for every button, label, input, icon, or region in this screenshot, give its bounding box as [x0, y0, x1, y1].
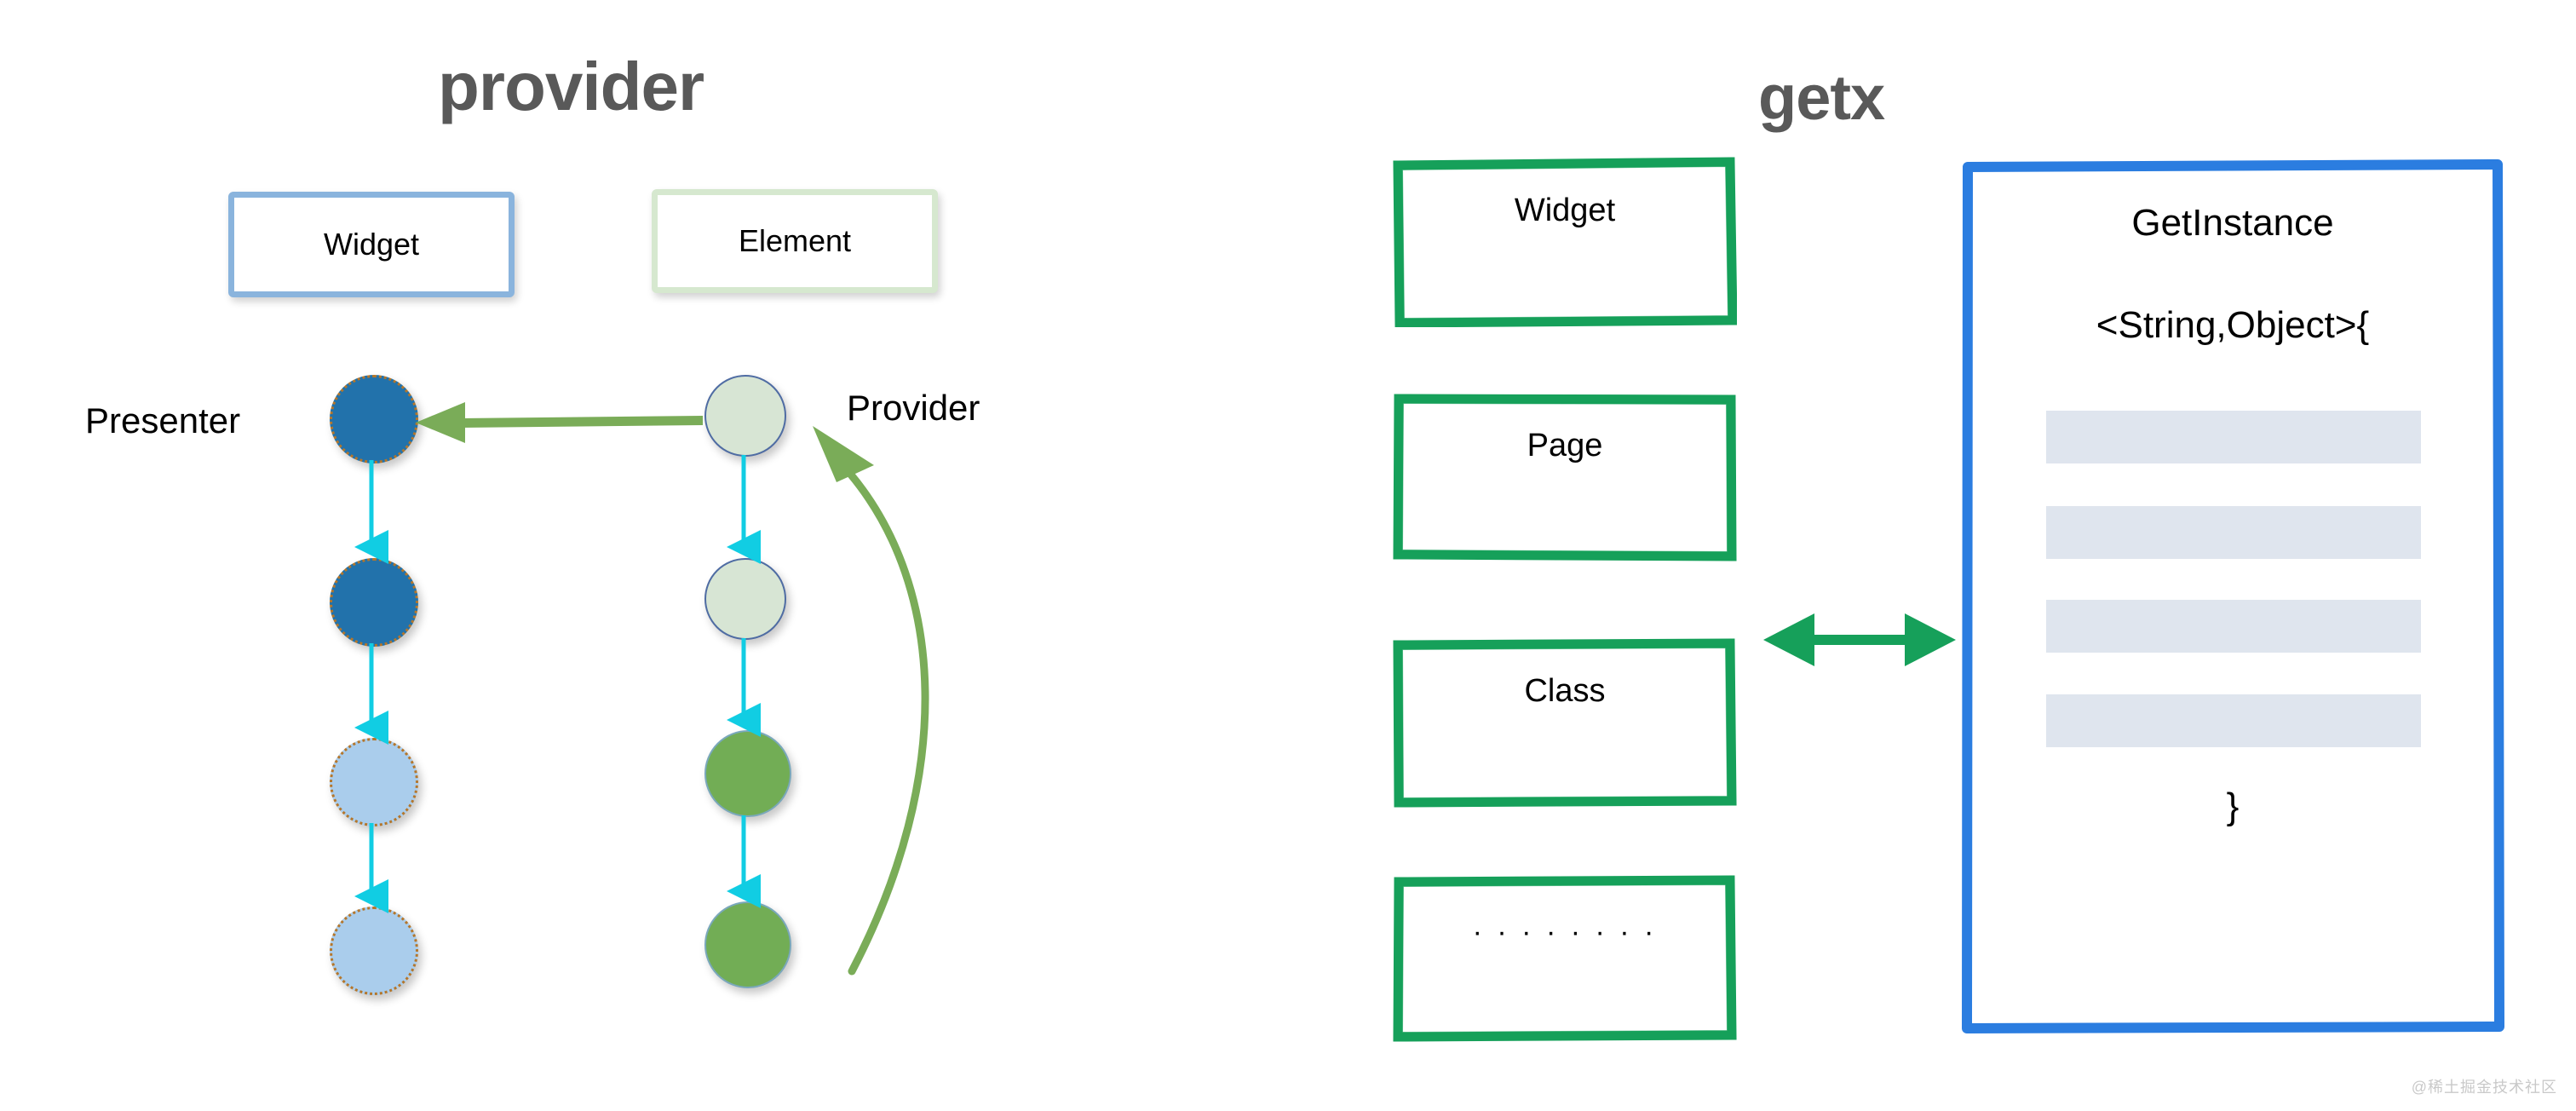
getinstance-generic-signature: <String,Object>{	[2096, 304, 2370, 346]
getinstance-panel: GetInstance <String,Object>{ }	[1961, 159, 2504, 1033]
getx-box-page: Page	[1393, 392, 1737, 562]
getx-section-title: getx	[1758, 62, 1885, 133]
element-to-presenter-arrow	[416, 402, 703, 443]
getinstance-panel-border	[1962, 159, 2504, 1033]
provider-feedback-curved-arrow	[813, 426, 929, 976]
watermark: @稀土掘金技术社区	[2411, 1079, 2557, 1096]
widget-chain-node-1	[330, 375, 418, 463]
instance-slot-3	[2046, 600, 2421, 653]
element-chain-node-2	[704, 558, 786, 640]
widget-box: Widget	[228, 192, 515, 297]
getx-box-page-label: Page	[1527, 428, 1603, 463]
presenter-label: Presenter	[85, 400, 241, 440]
provider-label: Provider	[847, 388, 980, 428]
stamp-border-ellipsis	[1393, 875, 1737, 1042]
getx-link-double-arrow	[1763, 613, 1956, 666]
widget-box-label: Widget	[323, 227, 420, 262]
widget-chain-node-4	[330, 907, 418, 995]
getx-box-class: Class	[1393, 637, 1737, 808]
widget-chain-node-2	[330, 558, 418, 647]
element-box-label: Element	[738, 223, 852, 258]
instance-slot-4	[2046, 694, 2421, 747]
stamp-border-class	[1393, 638, 1737, 808]
getinstance-closing-brace: }	[2226, 786, 2240, 827]
element-chain-node-4	[704, 901, 791, 988]
provider-section-title: provider	[438, 49, 704, 124]
element-chain-node-3	[704, 730, 791, 817]
getx-box-widget-label: Widget	[1514, 193, 1616, 228]
getx-box-ellipsis: · · · · · · · ·	[1393, 875, 1737, 1042]
getx-box-widget: Widget	[1393, 157, 1737, 327]
instance-slot-2	[2046, 506, 2421, 559]
element-box: Element	[652, 189, 938, 293]
instance-slot-1	[2046, 411, 2421, 463]
getinstance-title: GetInstance	[2131, 202, 2334, 244]
stamp-border-widget	[1393, 157, 1737, 327]
getx-box-ellipsis-label: · · · · · · · ·	[1472, 916, 1658, 948]
getx-box-class-label: Class	[1524, 673, 1606, 709]
stamp-border-page	[1393, 394, 1737, 561]
widget-chain-node-3	[330, 738, 418, 826]
